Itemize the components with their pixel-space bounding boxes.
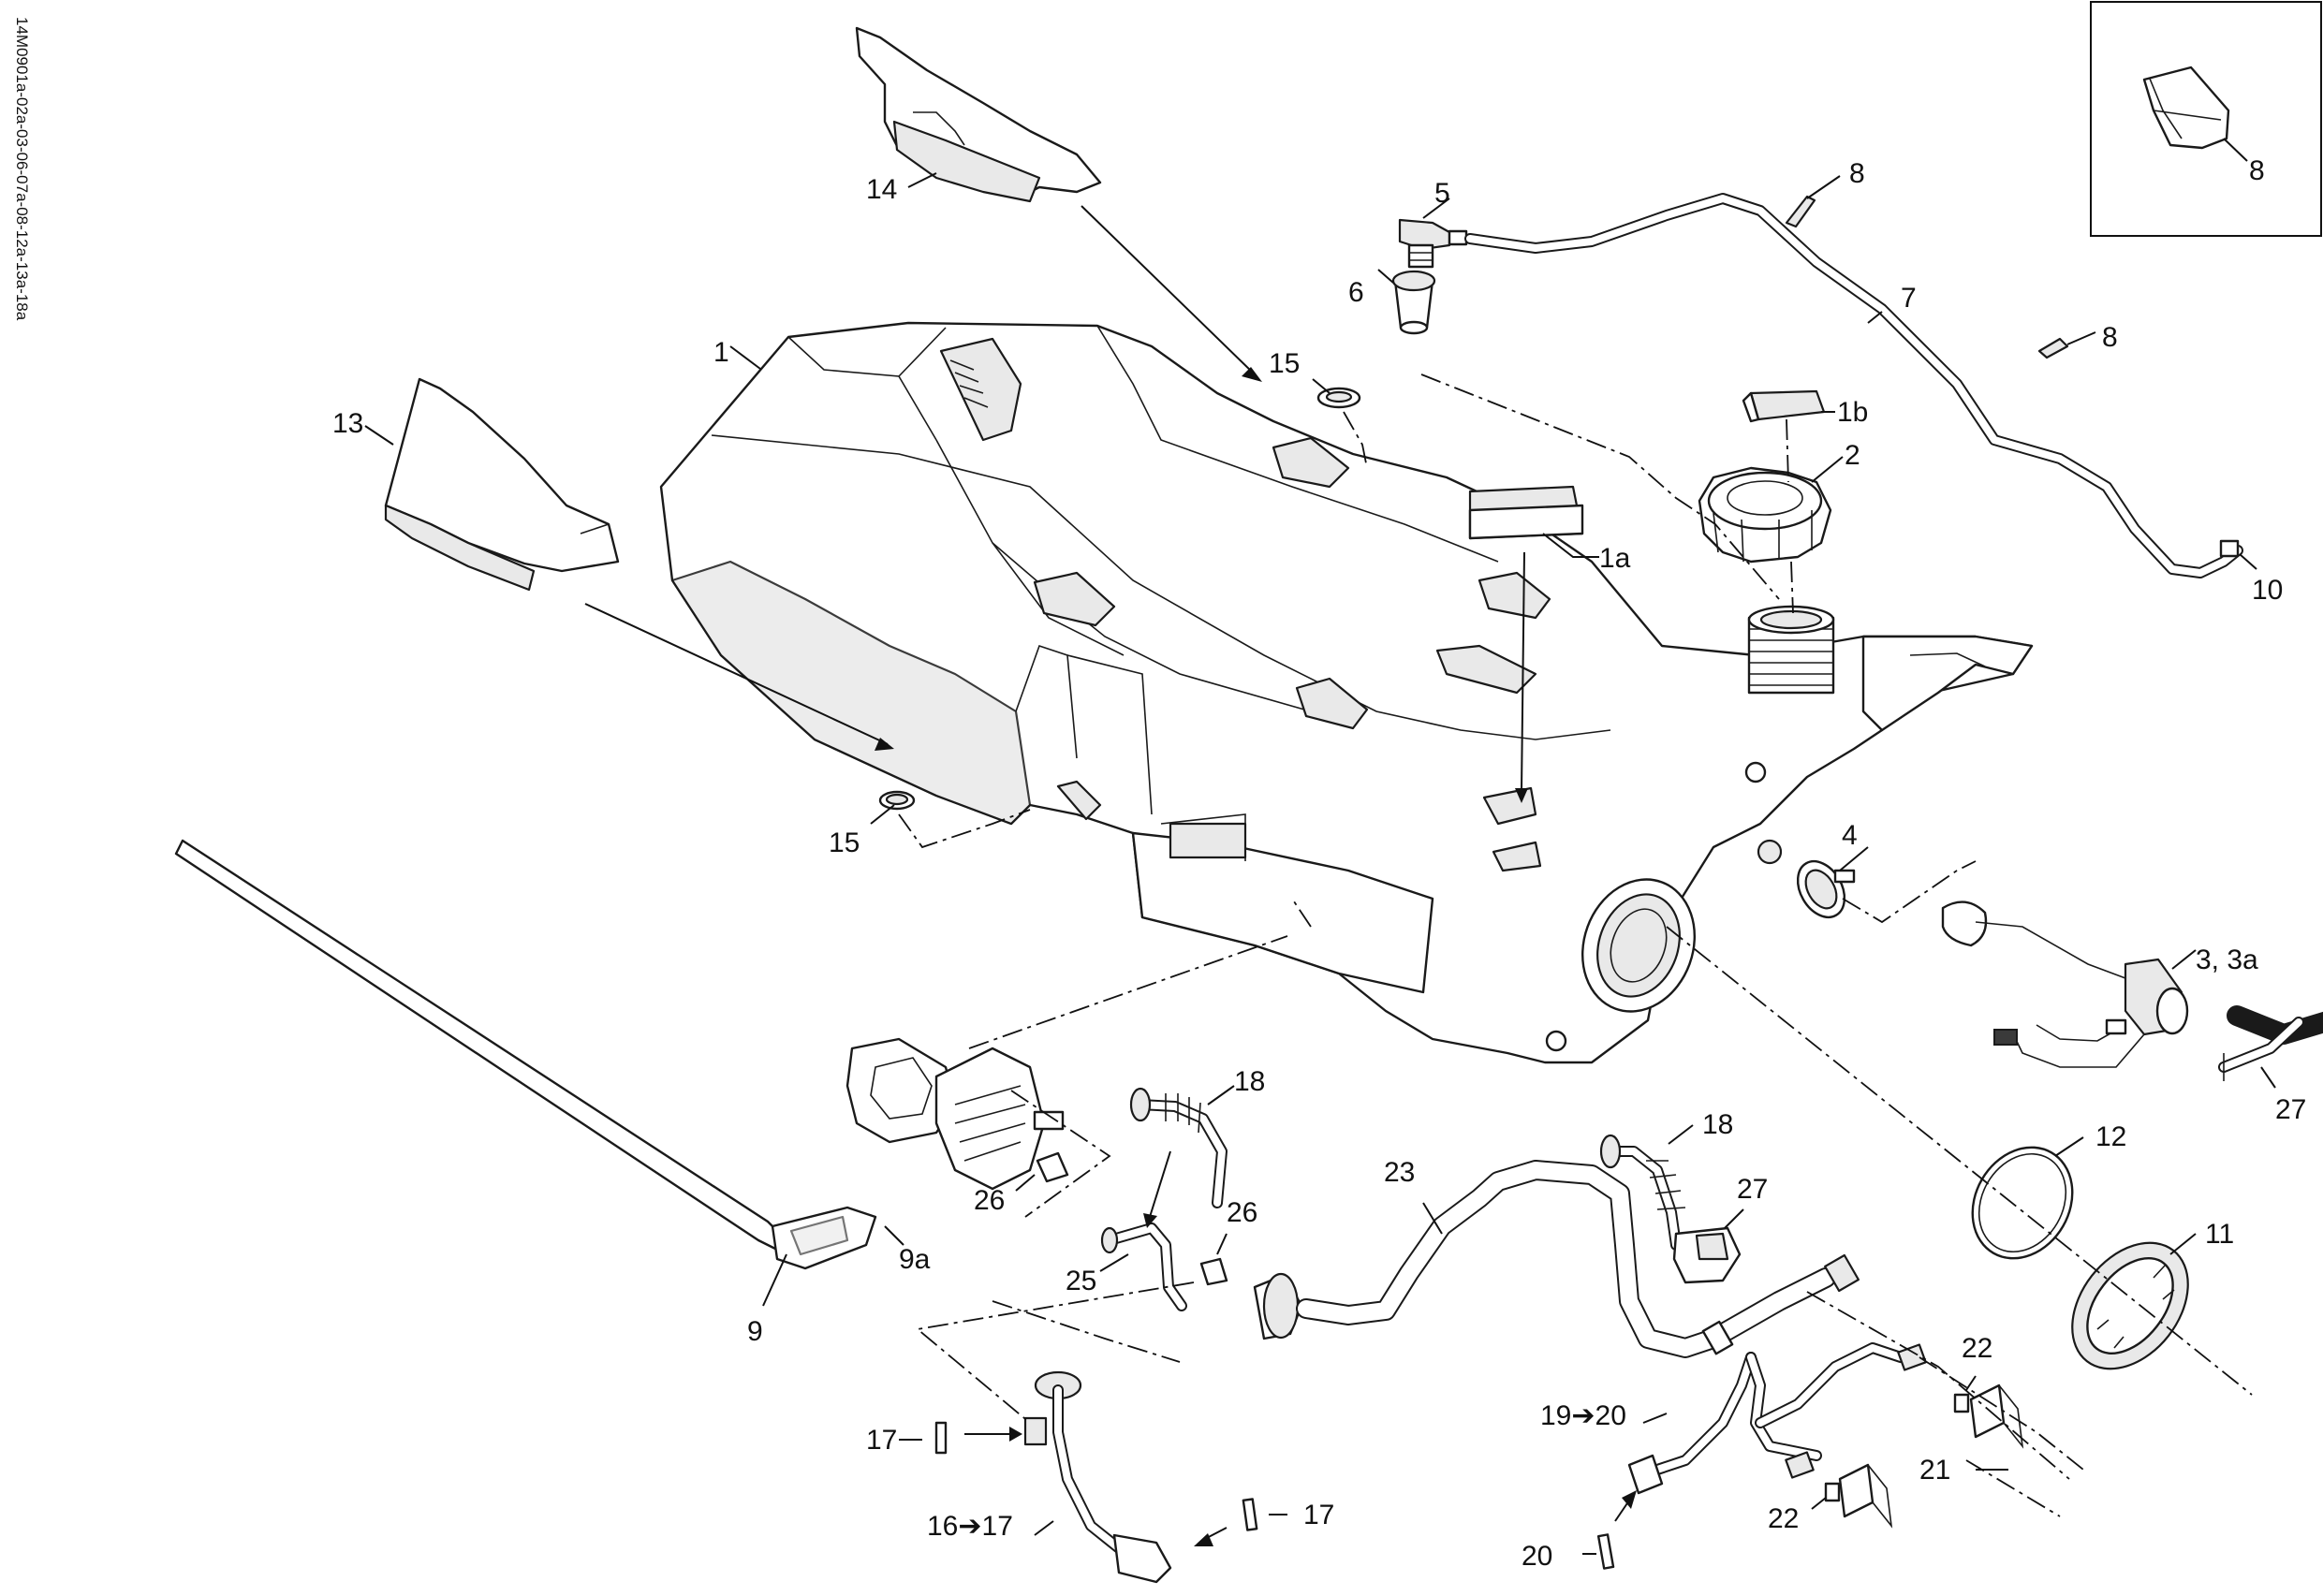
o-ring-12 xyxy=(1971,1146,2074,1260)
callout-22-top: 22 xyxy=(1962,1333,1992,1364)
callout-18-left: 18 xyxy=(1234,1066,1265,1097)
callout-10: 10 xyxy=(2252,575,2283,606)
pad-1b xyxy=(1742,389,1826,423)
fitting-26-mid xyxy=(1199,1257,1228,1286)
callout-17-right: 17 xyxy=(1303,1500,1334,1530)
callout-1b: 1b xyxy=(1837,397,1868,428)
callout-14: 14 xyxy=(866,174,897,205)
drawing-code: 14M0901a-02a-03-06-07a-08-12a-13a-18a xyxy=(13,17,31,321)
callout-26-mid: 26 xyxy=(1227,1197,1257,1228)
fuel-hose-23 xyxy=(1253,1160,1860,1358)
callout-19-20: 19➔20 xyxy=(1540,1400,1626,1431)
callout-27-mid: 27 xyxy=(1737,1174,1768,1205)
pin-20 xyxy=(1596,1533,1615,1570)
callout-4: 4 xyxy=(1842,820,1858,851)
lock-ring-11 xyxy=(2071,1241,2189,1370)
callout-26-left: 26 xyxy=(974,1185,1005,1216)
elbow-18-right xyxy=(1599,1134,1686,1251)
fuel-cap-2 xyxy=(1698,466,1832,564)
heat-shield-14 xyxy=(855,26,1102,203)
elbow-18-left xyxy=(1129,1087,1228,1208)
screw-22-bottom xyxy=(1824,1482,1841,1502)
callout-21: 21 xyxy=(1919,1455,1950,1486)
callout-8-top: 8 xyxy=(1849,158,1865,189)
callout-8-mid: 8 xyxy=(2102,322,2118,353)
clip-8-inset-drawing xyxy=(2142,66,2230,150)
callout-22-bottom: 22 xyxy=(1768,1503,1799,1534)
elbow-25 xyxy=(1100,1223,1187,1311)
grommet-15-top xyxy=(1316,387,1361,409)
callout-2: 2 xyxy=(1845,440,1860,471)
clip-8-mid xyxy=(2037,337,2069,359)
vent-hose-7 xyxy=(1464,193,2243,578)
clamp-4 xyxy=(1796,859,1856,919)
callout-15-top: 15 xyxy=(1269,348,1300,379)
callout-20: 20 xyxy=(1522,1541,1552,1572)
pad-1a xyxy=(1468,485,1584,540)
tee-hose-19 xyxy=(1627,1342,1927,1495)
callout-12: 12 xyxy=(2095,1121,2126,1152)
screw-22-top xyxy=(1953,1393,1970,1413)
callout-7: 7 xyxy=(1901,283,1917,314)
heat-shield-13 xyxy=(384,377,620,592)
callout-5: 5 xyxy=(1434,178,1450,209)
callout-16-17: 16➔17 xyxy=(927,1511,1013,1542)
callout-15-side: 15 xyxy=(829,827,860,858)
callout-1a: 1a xyxy=(1599,543,1631,574)
callout-8-inset: 8 xyxy=(2249,155,2265,186)
grommet-15-side xyxy=(878,790,916,811)
callout-1: 1 xyxy=(713,337,729,368)
callout-18-right: 18 xyxy=(1702,1109,1733,1140)
fuel-level-sensor-3 xyxy=(1941,900,2189,1068)
callout-13: 13 xyxy=(332,408,363,439)
vent-valve-5 xyxy=(1398,218,1468,269)
clip-27-mid xyxy=(1672,1226,1742,1284)
cap-10 xyxy=(2219,539,2240,558)
callout-9: 9 xyxy=(747,1316,763,1347)
callout-27-right: 27 xyxy=(2275,1094,2306,1125)
callout-17-left: 17 xyxy=(866,1425,897,1456)
callout-9a: 9a xyxy=(899,1244,931,1275)
tank-mount-tabs xyxy=(939,337,1551,872)
callout-25: 25 xyxy=(1066,1266,1096,1296)
fuel-pump-9 xyxy=(174,839,1065,1270)
hose-16 xyxy=(1023,1370,1172,1584)
fuel-tank-1 xyxy=(659,321,2034,1064)
callout-11: 11 xyxy=(2205,1219,2234,1250)
clamp-17-right xyxy=(1242,1498,1258,1531)
callout-6: 6 xyxy=(1348,277,1364,308)
hose-27-right xyxy=(2218,1005,2323,1081)
callout-3-3a: 3, 3a xyxy=(2196,944,2258,975)
bracket-21 xyxy=(1838,1384,2024,1529)
grommet-6 xyxy=(1391,270,1436,335)
assembly-lines xyxy=(584,205,2253,1517)
inset-box: 8 xyxy=(2090,1,2322,237)
clamp-17-left xyxy=(934,1421,948,1455)
clip-8-top xyxy=(1785,195,1816,228)
fitting-26-left xyxy=(1036,1151,1069,1183)
callout-23: 23 xyxy=(1384,1157,1415,1188)
